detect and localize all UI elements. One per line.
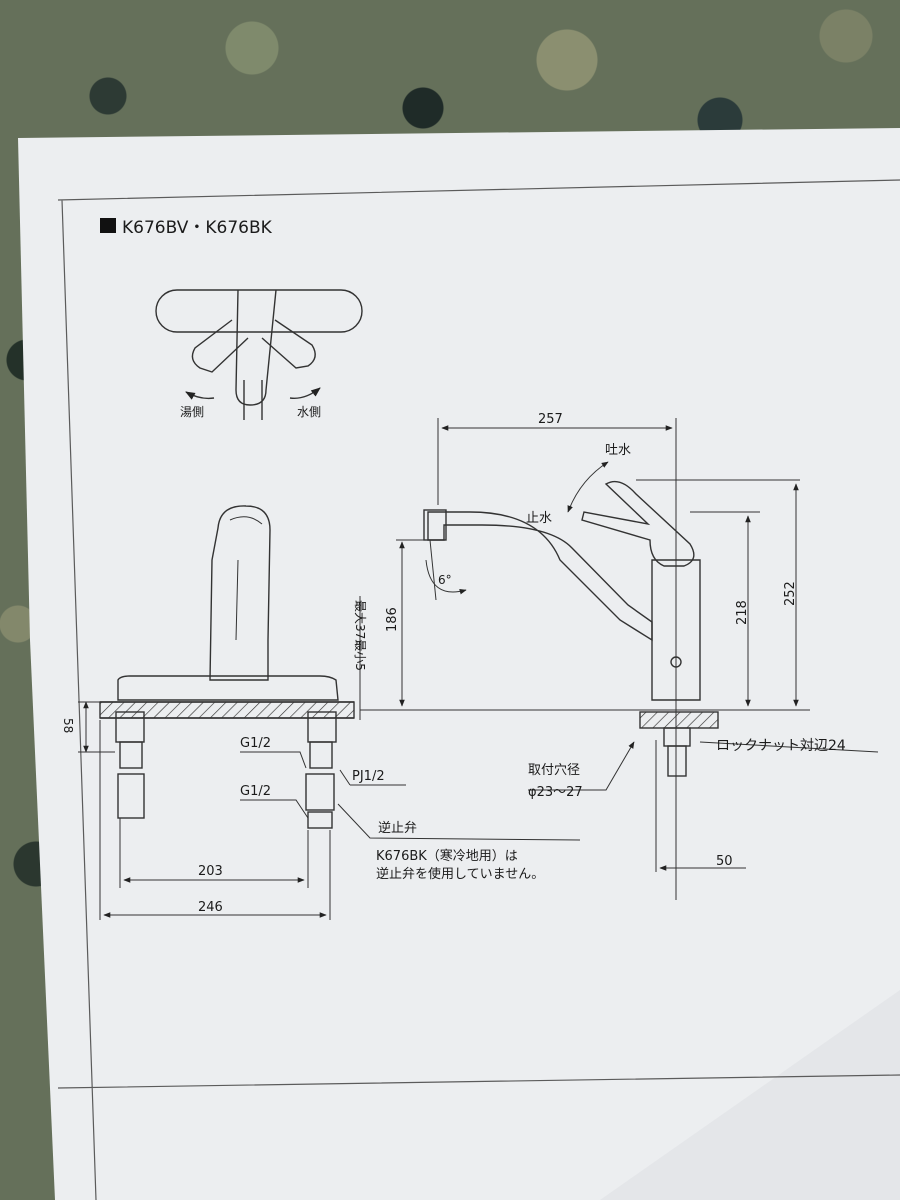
- mount-hole-label: 取付穴径: [528, 763, 580, 778]
- note-line-2: 逆止弁を使用していません。: [376, 866, 544, 882]
- stop-label: 止水: [526, 511, 552, 526]
- front-deck-edges: [100, 701, 354, 719]
- side-lever: [581, 480, 695, 567]
- check-valve-label: 逆止弁: [378, 820, 417, 836]
- side-pipe: [667, 745, 687, 777]
- dim-246-label: 246: [198, 900, 223, 915]
- side-body: [651, 559, 701, 701]
- front-spout-inner: [229, 516, 263, 641]
- g-half-upper-label: G1/2: [240, 736, 271, 751]
- title-marker-square: [100, 218, 116, 233]
- side-spout-tip: [423, 509, 447, 541]
- dim-58-label: 58: [61, 718, 75, 733]
- front-spout: [209, 505, 271, 681]
- lock-nut-leader: [699, 741, 879, 753]
- g-half-upper-leader: [240, 751, 307, 769]
- frame-border: [57, 179, 900, 1200]
- hot-side-label: 湯側: [180, 405, 204, 419]
- front-pipe-right-3: [307, 811, 333, 829]
- mount-hole-value: φ23～27: [528, 785, 583, 800]
- cold-rotation-arrow: [289, 387, 321, 399]
- pj-half-label: PJ1/2: [352, 769, 385, 784]
- angle-arc: [425, 559, 467, 595]
- dim-203-label: 203: [198, 864, 223, 879]
- front-pipe-left-2: [117, 773, 145, 819]
- spout-label: 吐水: [605, 443, 631, 458]
- paper-shadow: [600, 990, 900, 1200]
- cold-side-label: 水側: [297, 405, 321, 419]
- top-view-spout: [243, 380, 263, 420]
- dim-186-label: 186: [385, 607, 400, 632]
- g-half-lower-label: G1/2: [240, 784, 271, 799]
- lock-nut-label: ロックナット対辺24: [716, 738, 846, 754]
- side-dimensions: [360, 418, 879, 900]
- front-pipe-right-1: [309, 741, 333, 769]
- dim-252-label: 252: [783, 581, 798, 606]
- paper-sheet: [18, 128, 900, 1200]
- front-dimensions: [78, 596, 581, 920]
- side-deck: [639, 711, 719, 729]
- dim-50-label: 50: [716, 854, 733, 869]
- top-view-handle-center: [235, 289, 277, 406]
- front-pipe-left-1: [119, 741, 143, 769]
- title-text: K676BV・K676BK: [122, 218, 273, 238]
- hot-rotation-arrow: [185, 391, 215, 400]
- top-view-handle-hot: [191, 319, 249, 373]
- dim-218-label: 218: [735, 600, 750, 625]
- pj-half-leader: [339, 769, 406, 786]
- side-view: [423, 480, 719, 777]
- top-view-body: [155, 289, 363, 333]
- dim-257-label: 257: [538, 412, 563, 427]
- lever-rotation-arrow: [567, 461, 609, 513]
- side-spout: [427, 511, 653, 642]
- front-view: [99, 505, 355, 829]
- deck-thickness-label: 最大37最小5: [353, 600, 367, 671]
- top-view-handle-cold: [261, 319, 316, 369]
- front-pipe-right-2: [305, 773, 335, 811]
- front-deck: [99, 701, 355, 719]
- check-valve-leader: [337, 803, 581, 841]
- g-half-lower-leader: [240, 799, 309, 819]
- note-line-1: K676BK（寒冷地用）は: [376, 848, 518, 864]
- mount-hole-leader: [528, 741, 635, 791]
- front-body: [117, 675, 339, 701]
- top-view: [155, 289, 363, 420]
- angle-label: 6°: [438, 573, 452, 587]
